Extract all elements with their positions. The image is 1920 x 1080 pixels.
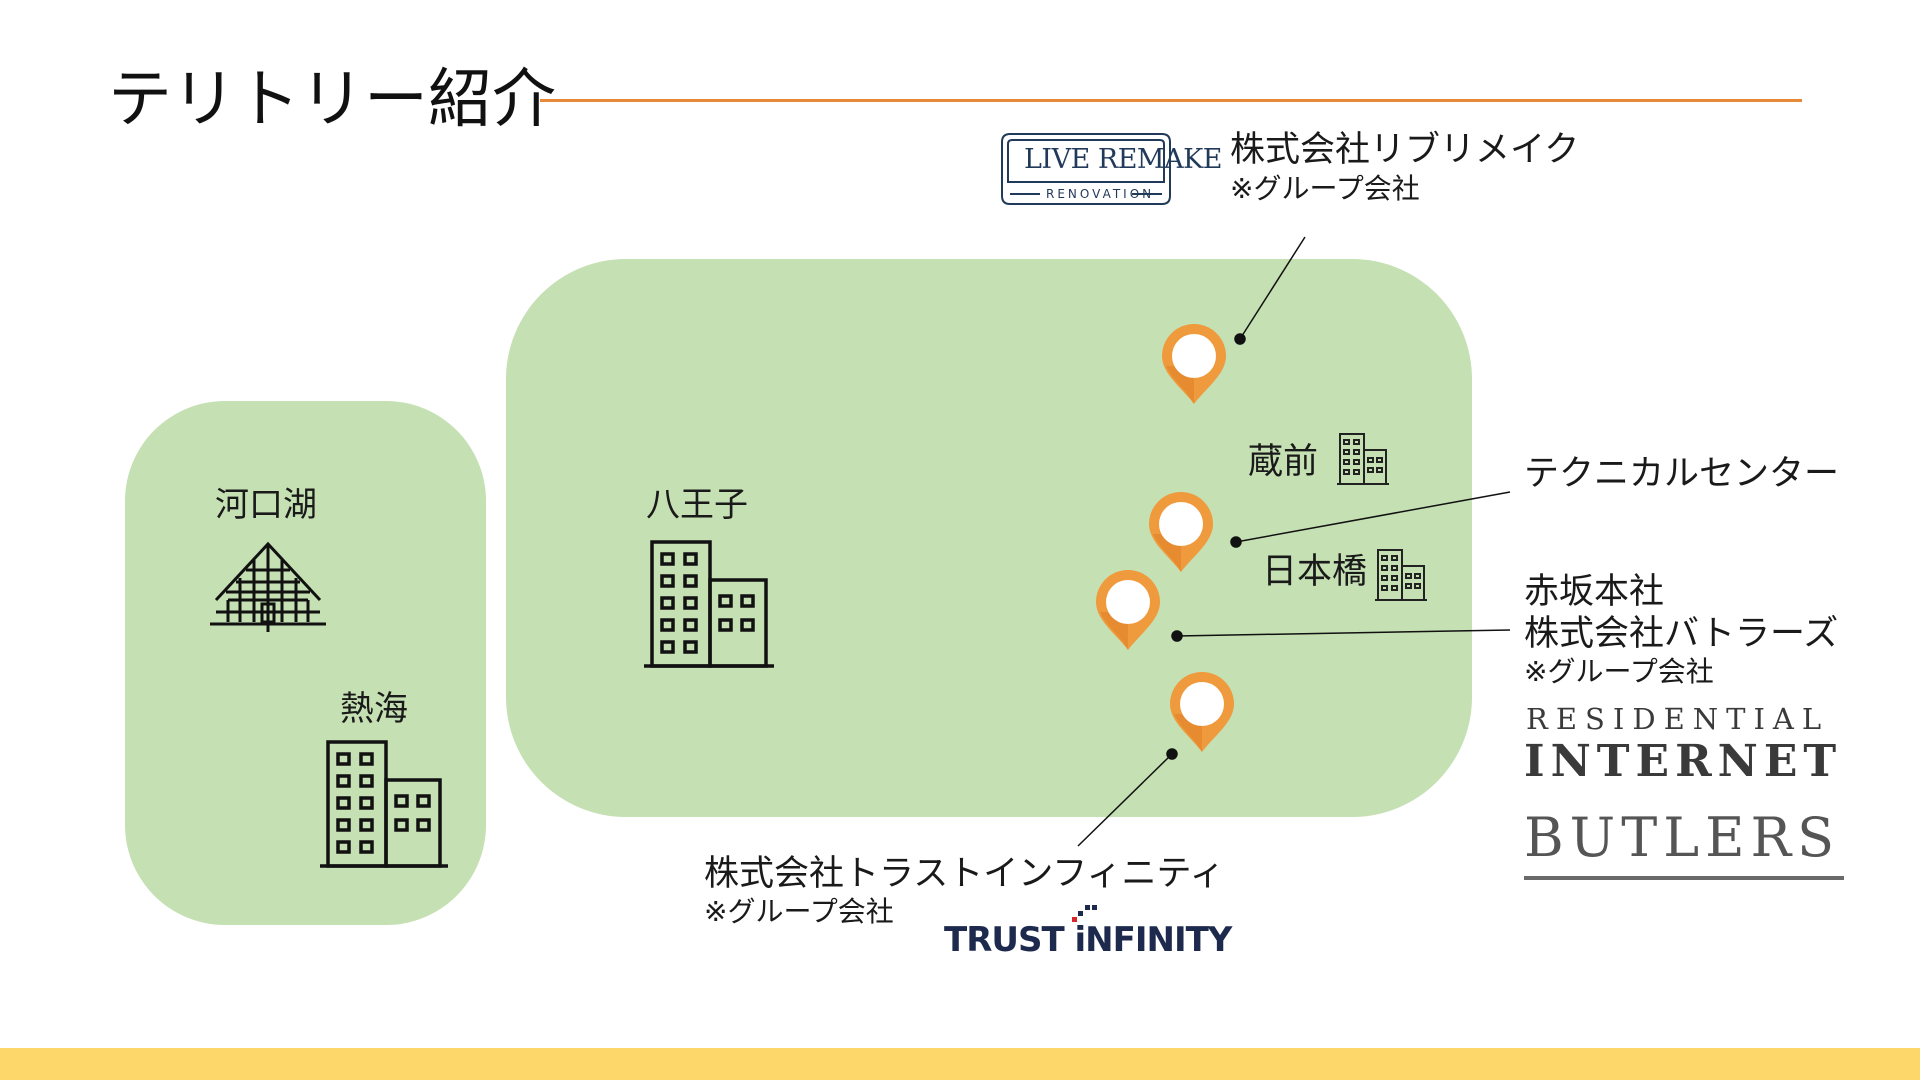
footer-bar — [0, 1048, 1920, 1080]
technical-center-label: テクニカルセンター — [1524, 454, 1840, 494]
live-remake-note: ※グループ会社 — [1230, 172, 1420, 205]
location-pin-icon — [1170, 672, 1234, 752]
trust-infinity-logo-word2: iNFINITY — [1074, 920, 1233, 960]
small-building-icon — [1337, 433, 1389, 485]
place-label-kawaguchiko: 河口湖 — [215, 485, 317, 525]
place-label-atami: 熱海 — [340, 689, 408, 729]
trust-infinity-logo-word1: TRUST — [944, 920, 1065, 960]
title-rule — [540, 99, 1802, 102]
place-label-kuramae: 蔵前 — [1248, 442, 1319, 482]
trust-infinity-note: ※グループ会社 — [704, 895, 894, 928]
lodge-icon — [210, 541, 326, 632]
trust-infinity-company: 株式会社トラストインフィニティ — [704, 854, 1225, 894]
location-pin-icon — [1149, 492, 1213, 572]
place-label-hachioji: 八王子 — [646, 485, 748, 525]
building-icon — [644, 540, 774, 668]
butlers-logo-underline — [1524, 876, 1844, 880]
small-building-icon — [1375, 549, 1427, 601]
akasaka-hq-label: 赤坂本社 — [1524, 572, 1665, 612]
region-west — [125, 401, 486, 925]
live-remake-logo-sub: RENOVATION — [1046, 187, 1155, 201]
location-pin-icon — [1096, 570, 1160, 650]
butlers-logo-line1: RESIDENTIAL — [1526, 702, 1830, 736]
butlers-logo-line2: INTERNET — [1524, 736, 1843, 787]
live-remake-company: 株式会社リブリメイク — [1230, 130, 1580, 170]
building-icon — [320, 740, 448, 868]
butlers-company-label: 株式会社バトラーズ — [1524, 614, 1839, 654]
location-pin-icon — [1162, 324, 1226, 404]
butlers-logo-line3: BUTLERS — [1524, 806, 1841, 869]
place-label-nihonbashi: 日本橋 — [1262, 552, 1368, 592]
trust-infinity-logo: TRUST iNFINITY — [944, 920, 1233, 960]
live-remake-logo-main: LIVE REMAKE — [1024, 144, 1222, 175]
live-remake-logo — [1001, 133, 1171, 205]
trust-infinity-mark-icon — [1072, 905, 1097, 922]
slide-title: テリトリー紹介 — [108, 63, 556, 137]
butlers-note: ※グループ会社 — [1524, 655, 1714, 688]
region-tokyo — [506, 259, 1472, 817]
